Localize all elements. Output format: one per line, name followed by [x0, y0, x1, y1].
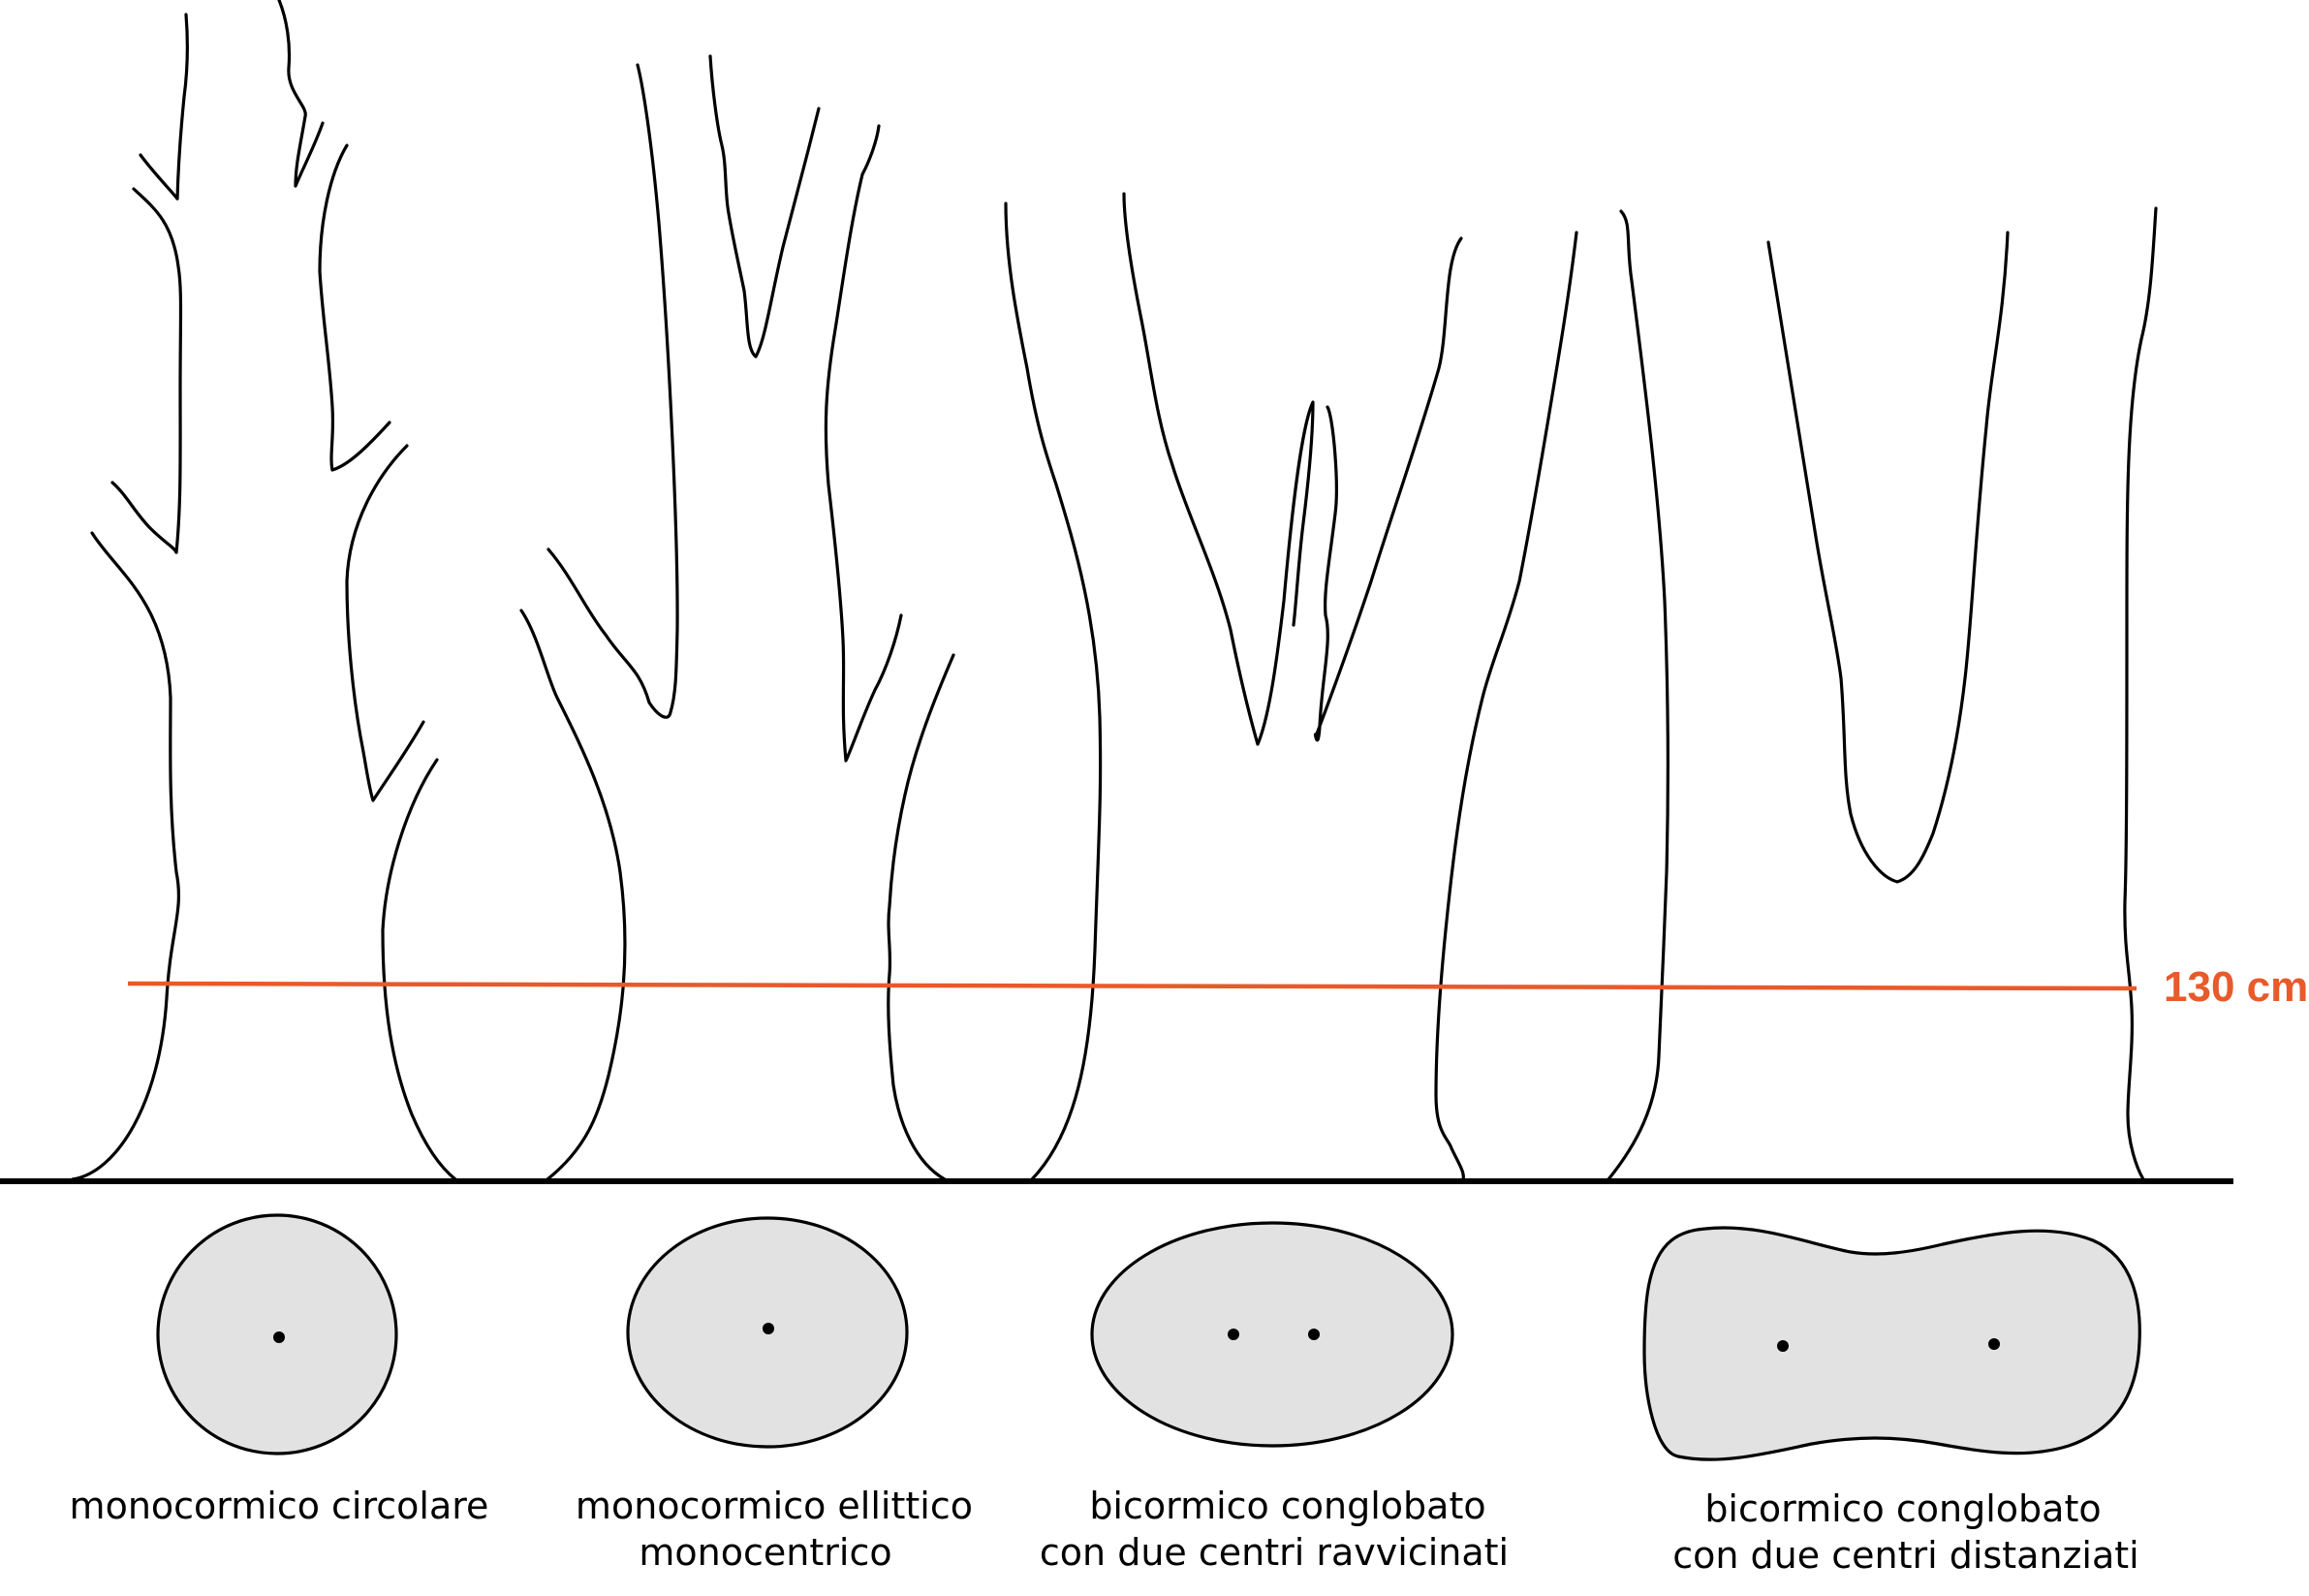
section-center-dot: [763, 1323, 774, 1334]
caption-bicormico-ravvicinati: bicormico conglobato con due centri ravv…: [1040, 1485, 1509, 1574]
reference-line-label: 130 cm: [2164, 963, 2308, 1011]
trunk-outline-bicormico-distanziati: [1607, 206, 2158, 1181]
section-center-dot: [1777, 1340, 1789, 1352]
section-bicormico-ravvicinati: [1090, 1221, 1454, 1448]
section-center-dot: [273, 1331, 285, 1343]
section-center-dot: [1228, 1329, 1239, 1340]
section-bicormico-distanziati: [1642, 1226, 2141, 1461]
section-center-dot: [1308, 1329, 1320, 1340]
caption-monocormico-circolare: monocormico circolare: [70, 1485, 489, 1527]
section-monocormico-circolare: [156, 1213, 398, 1455]
trunk-outline-bicormico-ravvicinati: [1004, 192, 1578, 1181]
section-center-dot: [1988, 1338, 2000, 1350]
caption-bicormico-distanziati: bicormico conglobato con due centri dist…: [1672, 1487, 2138, 1577]
reference-line-130cm: [127, 981, 2137, 991]
caption-monocormico-ellittico: monocormico ellittico monocentrico: [576, 1485, 984, 1574]
trunk-outline-monocormico-ellittico: [519, 54, 955, 1181]
section-monocormico-ellittico: [626, 1216, 909, 1449]
trunk-outline-monocormico-circolare: [71, 0, 457, 1181]
